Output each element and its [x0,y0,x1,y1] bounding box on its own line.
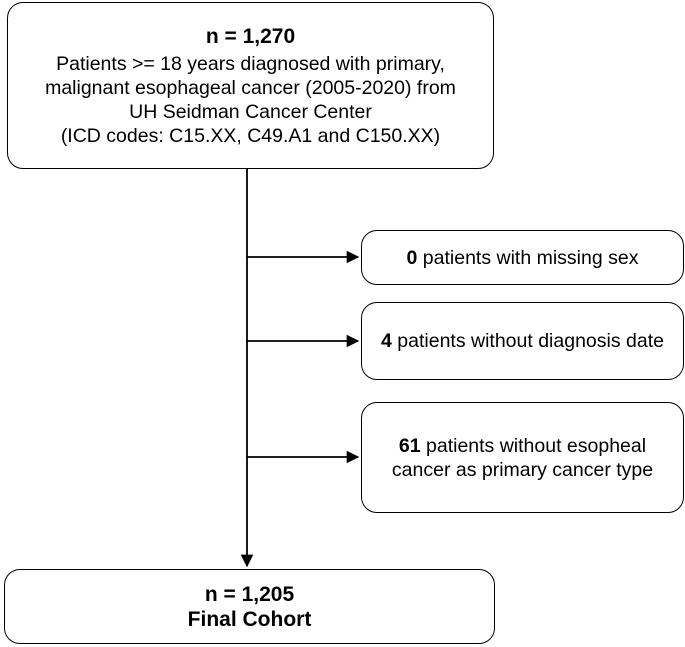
initial-count: n = 1,270 [205,25,296,48]
exclusion-description: patients without esopheal cancer as prim… [391,434,654,481]
exclusion-box-not-primary: 61 patients without esopheal cancer as p… [361,402,684,513]
exclusion-description: patients without diagnosis date [391,330,664,352]
exclusion-box-missing-sex: 0 patients with missing sex [361,230,684,285]
criteria-line-2: malignant esophageal cancer (2005-2020) … [45,77,456,99]
exclusion-text: 4 patients without diagnosis date [381,329,664,353]
exclusion-text: 61 patients without esopheal cancer as p… [372,434,673,482]
exclusion-description: patients with missing sex [417,246,639,269]
final-count: n = 1,205 [204,582,295,606]
criteria-line-1: Patients >= 18 years diagnosed with prim… [56,53,445,75]
exclusion-number: 61 [398,434,421,457]
criteria-line-4: (ICD codes: C15.XX, C49.A1 and C150.XX) [60,125,441,147]
criteria-line-3: UH Seidman Cancer Center [129,101,372,123]
final-cohort-box: n = 1,205 Final Cohort [4,569,495,644]
exclusion-text: 0 patients with missing sex [407,246,639,270]
exclusion-box-no-diagnosis-date: 4 patients without diagnosis date [361,302,684,380]
initial-population-box: n = 1,270 Patients >= 18 years diagnosed… [7,2,494,169]
exclusion-number: 4 [381,330,392,352]
final-label: Final Cohort [187,607,312,631]
exclusion-number: 0 [406,246,418,269]
